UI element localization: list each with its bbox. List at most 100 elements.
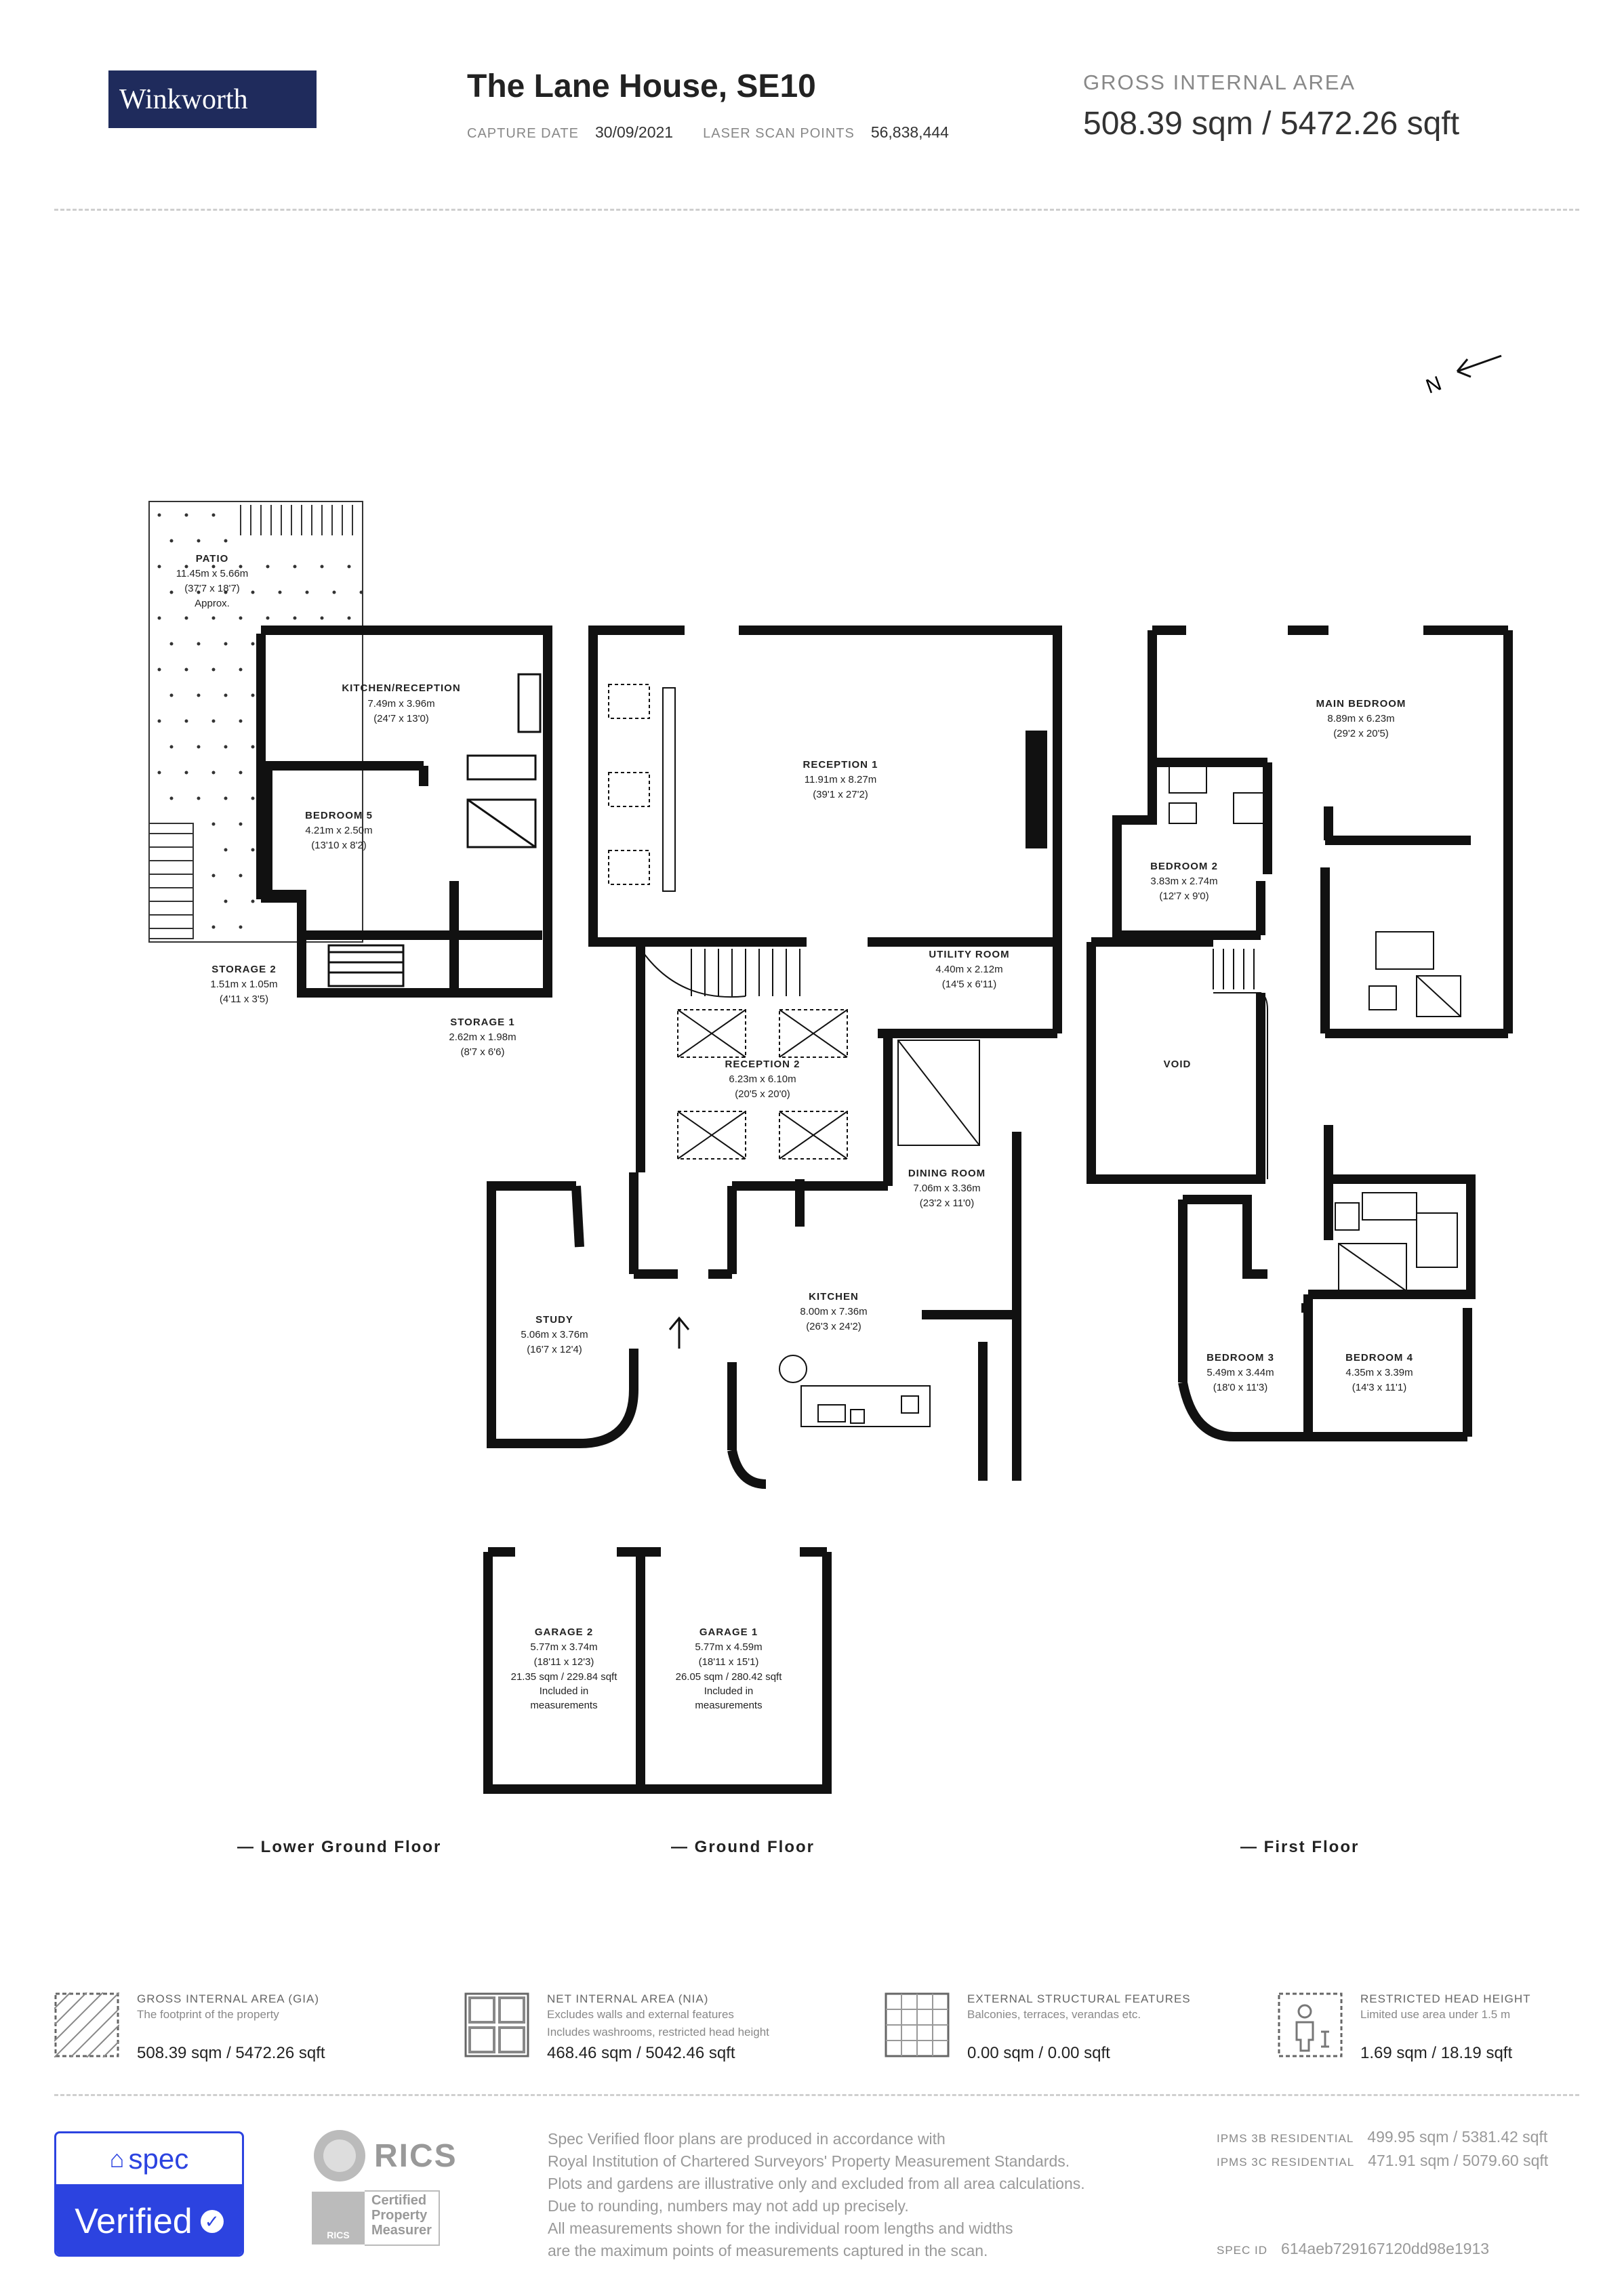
disclaimer-line: Royal Institution of Chartered Surveyors… [548, 2152, 1070, 2170]
legend-gia: GROSS INTERNAL AREA (GIA) The footprint … [54, 1992, 464, 2063]
garage2-note1: Included in [540, 1685, 589, 1697]
bedroom4-name: BEDROOM 4 [1345, 1352, 1413, 1364]
reception2-name: RECEPTION 2 [725, 1059, 800, 1070]
gia-value: 508.39 sqm / 5472.26 sqft [1083, 106, 1460, 142]
reception1-name: RECEPTION 1 [803, 759, 878, 771]
utility-imperial: (14'5 x 6'11) [942, 979, 997, 990]
verified-label: Verified [75, 2202, 192, 2241]
legend-nia-value: 468.46 sqm / 5042.46 sqft [547, 2044, 735, 2062]
kitchen-imperial: (26'3 x 24'2) [806, 1321, 861, 1332]
ipms3b-value: 499.95 sqm / 5381.42 sqft [1367, 2128, 1548, 2146]
bedroom2-name: BEDROOM 2 [1150, 861, 1218, 872]
garage2-imperial: (18'11 x 12'3) [534, 1656, 594, 1668]
north-label: N [1423, 372, 1444, 398]
bedroom3-dims: 5.49m x 3.44m [1206, 1367, 1274, 1378]
spec-logo: ⌂spec [56, 2133, 242, 2184]
disclaimer-line: All measurements shown for the individua… [548, 2219, 1013, 2237]
legend-gia-title: GROSS INTERNAL AREA (GIA) [137, 1992, 320, 2005]
ipms3c-value: 471.91 sqm / 5079.60 sqft [1368, 2152, 1549, 2169]
bedroom2-dims: 3.83m x 2.74m [1150, 876, 1217, 887]
kitchen-dims: 8.00m x 7.36m [800, 1306, 867, 1317]
bedroom2-imperial: (12'7 x 9'0) [1159, 890, 1209, 902]
study-imperial: (16'7 x 12'4) [527, 1344, 582, 1355]
spec-id: SPEC ID 614aeb729167120dd98e1913 [1217, 2240, 1489, 2258]
bedroom5-imperial: (13'10 x 8'2) [311, 840, 367, 851]
reception2-dims: 6.23m x 6.10m [729, 1073, 796, 1085]
legend-external-title: EXTERNAL STRUCTURAL FEATURES [967, 1992, 1191, 2005]
legend-restricted-sub: Limited use area under 1.5 m [1360, 2008, 1511, 2021]
nia-icon [464, 1992, 529, 2057]
spec-id-value: 614aeb729167120dd98e1913 [1281, 2240, 1490, 2257]
floor-label-ground: — Ground Floor [671, 1838, 815, 1856]
bedroom5-name: BEDROOM 5 [305, 810, 373, 821]
rics-lion-icon [314, 2130, 365, 2181]
disclaimer-line: are the maximum points of measurements c… [548, 2242, 988, 2259]
dining-imperial: (23'2 x 11'0) [920, 1197, 975, 1209]
spec-label: spec [128, 2142, 189, 2175]
legend-nia-sub2: Includes washrooms, restricted head heig… [547, 2026, 769, 2038]
study-name: STUDY [535, 1314, 573, 1326]
patio-dims: 11.45m x 5.66m [176, 568, 248, 579]
main-bedroom-dims: 8.89m x 6.23m [1327, 713, 1394, 724]
dining-name: DINING ROOM [908, 1168, 986, 1179]
floor-label-lower-ground: — Lower Ground Floor [237, 1838, 442, 1856]
check-icon: ✓ [200, 2210, 224, 2233]
rics-mark-label: RICS [327, 2230, 350, 2240]
bedroom3-name: BEDROOM 3 [1206, 1352, 1274, 1364]
header-divider [54, 209, 1579, 211]
scan-points-label: LASER SCAN POINTS [703, 126, 855, 141]
disclaimer-line: Due to rounding, numbers may not add up … [548, 2197, 909, 2215]
reception1-dims: 11.91m x 8.27m [805, 774, 876, 785]
legend-restricted-title: RESTRICTED HEAD HEIGHT [1360, 1992, 1531, 2005]
garage1-name: GARAGE 1 [699, 1626, 758, 1638]
legend-external: EXTERNAL STRUCTURAL FEATURES Balconies, … [885, 1992, 1278, 2063]
ipms-block: IPMS 3B RESIDENTIAL 499.95 sqm / 5381.42 … [1217, 2128, 1548, 2170]
bedroom3-imperial: (18'0 x 11'3) [1213, 1382, 1268, 1393]
rics-mark-icon: RICS [312, 2192, 365, 2244]
storage1-imperial: (8'7 x 6'6) [461, 1046, 505, 1058]
grid-icon [885, 1992, 950, 2057]
storage2-dims: 1.51m x 1.05m [210, 979, 277, 990]
hatch-icon [54, 1992, 119, 2057]
legend-nia-title: NET INTERNAL AREA (NIA) [547, 1992, 709, 2005]
garage-walls [483, 1547, 832, 1794]
person-icon [1278, 1992, 1343, 2057]
garage2-name: GARAGE 2 [535, 1626, 593, 1638]
rics-cert-line3: Measurer [371, 2223, 432, 2238]
kitchen-reception-dims: 7.49m x 3.96m [367, 698, 434, 710]
capture-date: 30/09/2021 [594, 123, 674, 141]
ipms3c-label: IPMS 3C RESIDENTIAL [1217, 2156, 1355, 2169]
storage2-imperial: (4'11 x 3'5) [220, 993, 268, 1005]
rics-wordmark: RICS [374, 2137, 458, 2174]
garage2-area: 21.35 sqm / 229.84 sqft [511, 1671, 618, 1683]
patio-imperial: (37'7 x 18'7) [184, 583, 240, 594]
rics-cert-line1: Certified [371, 2193, 427, 2208]
utility-name: UTILITY ROOM [929, 949, 1009, 960]
dining-dims: 7.06m x 3.36m [913, 1183, 980, 1194]
bedroom4-imperial: (14'3 x 11'1) [1352, 1382, 1407, 1393]
legend-external-sub: Balconies, terraces, verandas etc. [967, 2008, 1141, 2021]
spec-verified-badge: ⌂spec Verified ✓ [54, 2131, 244, 2257]
legend-external-value: 0.00 sqm / 0.00 sqft [967, 2044, 1110, 2062]
capture-meta: CAPTURE DATE 30/09/2021 LASER SCAN POINT… [467, 123, 949, 142]
study-dims: 5.06m x 3.76m [521, 1329, 588, 1340]
property-title: The Lane House, SE10 [467, 68, 816, 104]
garage1-imperial: (18'11 x 15'1) [699, 1656, 759, 1668]
rics-certified: RICS Certified Property Measurer [312, 2190, 458, 2246]
ipms3b-label: IPMS 3B RESIDENTIAL [1217, 2132, 1354, 2145]
storage2-name: STORAGE 2 [211, 964, 276, 975]
void-name: VOID [1164, 1059, 1192, 1070]
ground-floor-fixtures [608, 684, 980, 1427]
disclaimer-line: Plots and gardens are illustrative only … [548, 2175, 1085, 2192]
garage1-note1: Included in [704, 1685, 754, 1697]
entrance-arrow-icon [668, 1316, 690, 1349]
legend-nia-sub: Excludes walls and external features [547, 2008, 734, 2021]
legend-gia-value: 508.39 sqm / 5472.26 sqft [137, 2044, 325, 2062]
scan-points: 56,838,444 [870, 123, 949, 141]
patio-note: Approx. [195, 598, 230, 609]
rics-cert-line2: Property [371, 2208, 428, 2223]
legend-restricted-value: 1.69 sqm / 18.19 sqft [1360, 2044, 1513, 2062]
spec-house-icon: ⌂ [109, 2144, 125, 2173]
utility-dims: 4.40m x 2.12m [935, 964, 1002, 975]
legend-restricted: RESTRICTED HEAD HEIGHT Limited use area … [1278, 1992, 1586, 2063]
